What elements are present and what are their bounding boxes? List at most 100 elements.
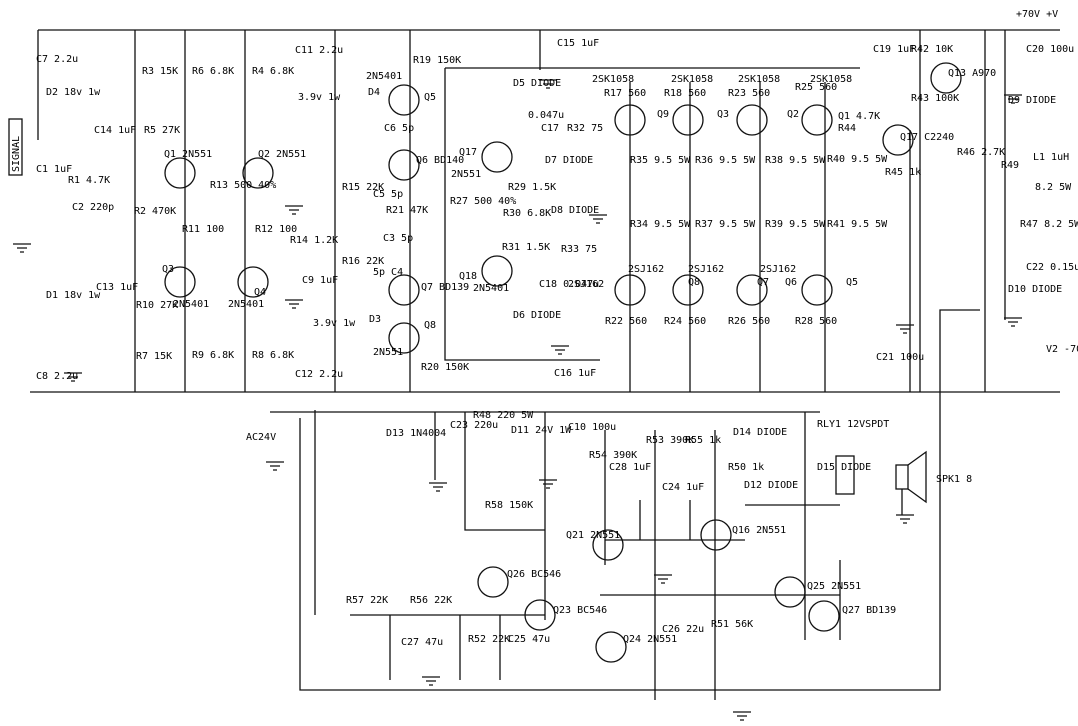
ground-symbol <box>285 205 303 215</box>
transistor-symbol <box>477 566 509 598</box>
component-label: L1 1uH <box>1033 152 1069 163</box>
component-label: 2SJ162 <box>688 264 724 275</box>
transistor-symbol <box>882 124 914 156</box>
component-label: R58 150K <box>485 500 533 511</box>
component-label: D15 DIODE <box>817 462 871 473</box>
component-label: R3 15K <box>142 66 178 77</box>
component-label: R4 6.8K <box>252 66 294 77</box>
component-label: R42 10K <box>911 44 953 55</box>
component-label: R14 1.2K <box>290 235 338 246</box>
component-label: R5 27K <box>144 125 180 136</box>
component-label: 3.9v 1w <box>313 318 356 329</box>
power-rails <box>30 29 1060 393</box>
transistor-symbol <box>614 274 646 306</box>
component-label: 2SJ162 <box>568 279 604 290</box>
component-label: R25 560 <box>795 82 837 93</box>
component-label: C2 220p <box>72 202 114 213</box>
transistor-symbol <box>672 104 704 136</box>
component-label: C22 0.15u <box>1026 262 1078 273</box>
ground-symbol <box>285 299 303 309</box>
transistor-symbol <box>164 157 196 189</box>
component-label: R7 15K <box>136 351 172 362</box>
component-label: Q1 2N551 <box>164 149 212 160</box>
transistor-symbol <box>808 600 840 632</box>
component-label: Q2 <box>787 109 799 120</box>
component-label: R9 6.8K <box>192 350 234 361</box>
component-label: C18 0.047u <box>539 279 599 290</box>
transistor-symbol <box>242 157 274 189</box>
component-label: 0.047u <box>528 110 564 121</box>
component-label: R41 9.5 5W <box>827 219 888 230</box>
component-label: Q9 <box>657 109 669 120</box>
component-label: R23 560 <box>728 88 770 99</box>
component-label: R28 560 <box>795 316 837 327</box>
component-label: D7 DIODE <box>545 155 593 166</box>
component-label: R50 1k <box>728 462 764 473</box>
component-label: Q1 4.7K <box>838 111 880 122</box>
negative-rail-label: V2 -70 +V <box>1046 344 1078 355</box>
component-label: RLY1 12VSPDT <box>817 419 889 430</box>
component-label: C8 2.2u <box>36 371 78 382</box>
ground-symbols <box>13 79 1022 721</box>
component-label: Q23 BC546 <box>553 605 607 616</box>
component-label: Q17 C2240 <box>900 132 954 143</box>
ground-symbol <box>654 574 672 584</box>
component-label: Q27 BD139 <box>842 605 896 616</box>
component-label: C28 1uF <box>609 462 651 473</box>
component-label: C5 5p <box>373 189 403 200</box>
ground-symbol <box>896 514 914 524</box>
transistor-symbol <box>700 519 732 551</box>
component-label: Q4 <box>254 287 266 298</box>
component-label: C13 1uF <box>96 282 138 293</box>
component-label: 2N5401 <box>366 71 402 82</box>
component-label: D10 DIODE <box>1008 284 1062 295</box>
component-label: D9 DIODE <box>1008 95 1056 106</box>
component-label: C12 2.2u <box>295 369 343 380</box>
positive-rail-label: +70V +V <box>1016 9 1058 20</box>
ground-symbol <box>539 79 557 89</box>
component-label: Q17 <box>459 147 477 158</box>
component-label: R22 560 <box>605 316 647 327</box>
component-label: Q16 2N551 <box>732 525 786 536</box>
ground-symbol <box>13 243 31 253</box>
transistor-symbol <box>237 266 269 298</box>
component-label: R56 22K <box>410 595 452 606</box>
component-label: R27 500 40% <box>450 196 516 207</box>
component-label: C17 <box>541 123 559 134</box>
component-label: Q24 2N551 <box>623 634 677 645</box>
component-label: Q25 2N551 <box>807 581 861 592</box>
component-label: R44 <box>838 123 856 134</box>
ground-symbol <box>422 676 440 686</box>
component-label: C20 100u <box>1026 44 1074 55</box>
component-label: R53 390K <box>646 435 694 446</box>
signal-input-box <box>8 118 23 176</box>
component-label: R11 100 <box>182 224 224 235</box>
component-label: R18 560 <box>664 88 706 99</box>
component-label: R52 22K <box>468 634 510 645</box>
component-label: R48 220 5W <box>473 410 534 421</box>
component-label: Q21 2N551 <box>566 530 620 541</box>
component-label: R47 8.2 5W <box>1020 219 1078 230</box>
component-label: D11 24V 1W <box>511 425 572 436</box>
component-label: R19 150K <box>413 55 461 66</box>
component-label: R40 9.5 5W <box>827 154 888 165</box>
component-label: C6 5p <box>384 123 414 134</box>
component-label: R31 1.5K <box>502 242 550 253</box>
component-label: C14 1uF <box>94 125 136 136</box>
component-label: C24 1uF <box>662 482 704 493</box>
component-label: D2 18v 1w <box>46 87 101 98</box>
component-label: Q26 BC546 <box>507 569 561 580</box>
component-label: R29 1.5K <box>508 182 556 193</box>
component-label: Q5 <box>846 277 858 288</box>
component-label: R39 9.5 5W <box>765 219 826 230</box>
component-label: Q18 <box>459 271 477 282</box>
component-label: Q3 <box>717 109 729 120</box>
component-label: R37 9.5 5W <box>695 219 756 230</box>
component-label: C11 2.2u <box>295 45 343 56</box>
component-label: R10 27K <box>136 300 178 311</box>
component-label: C7 2.2u <box>36 54 78 65</box>
component-label: D5 DIODE <box>513 78 561 89</box>
